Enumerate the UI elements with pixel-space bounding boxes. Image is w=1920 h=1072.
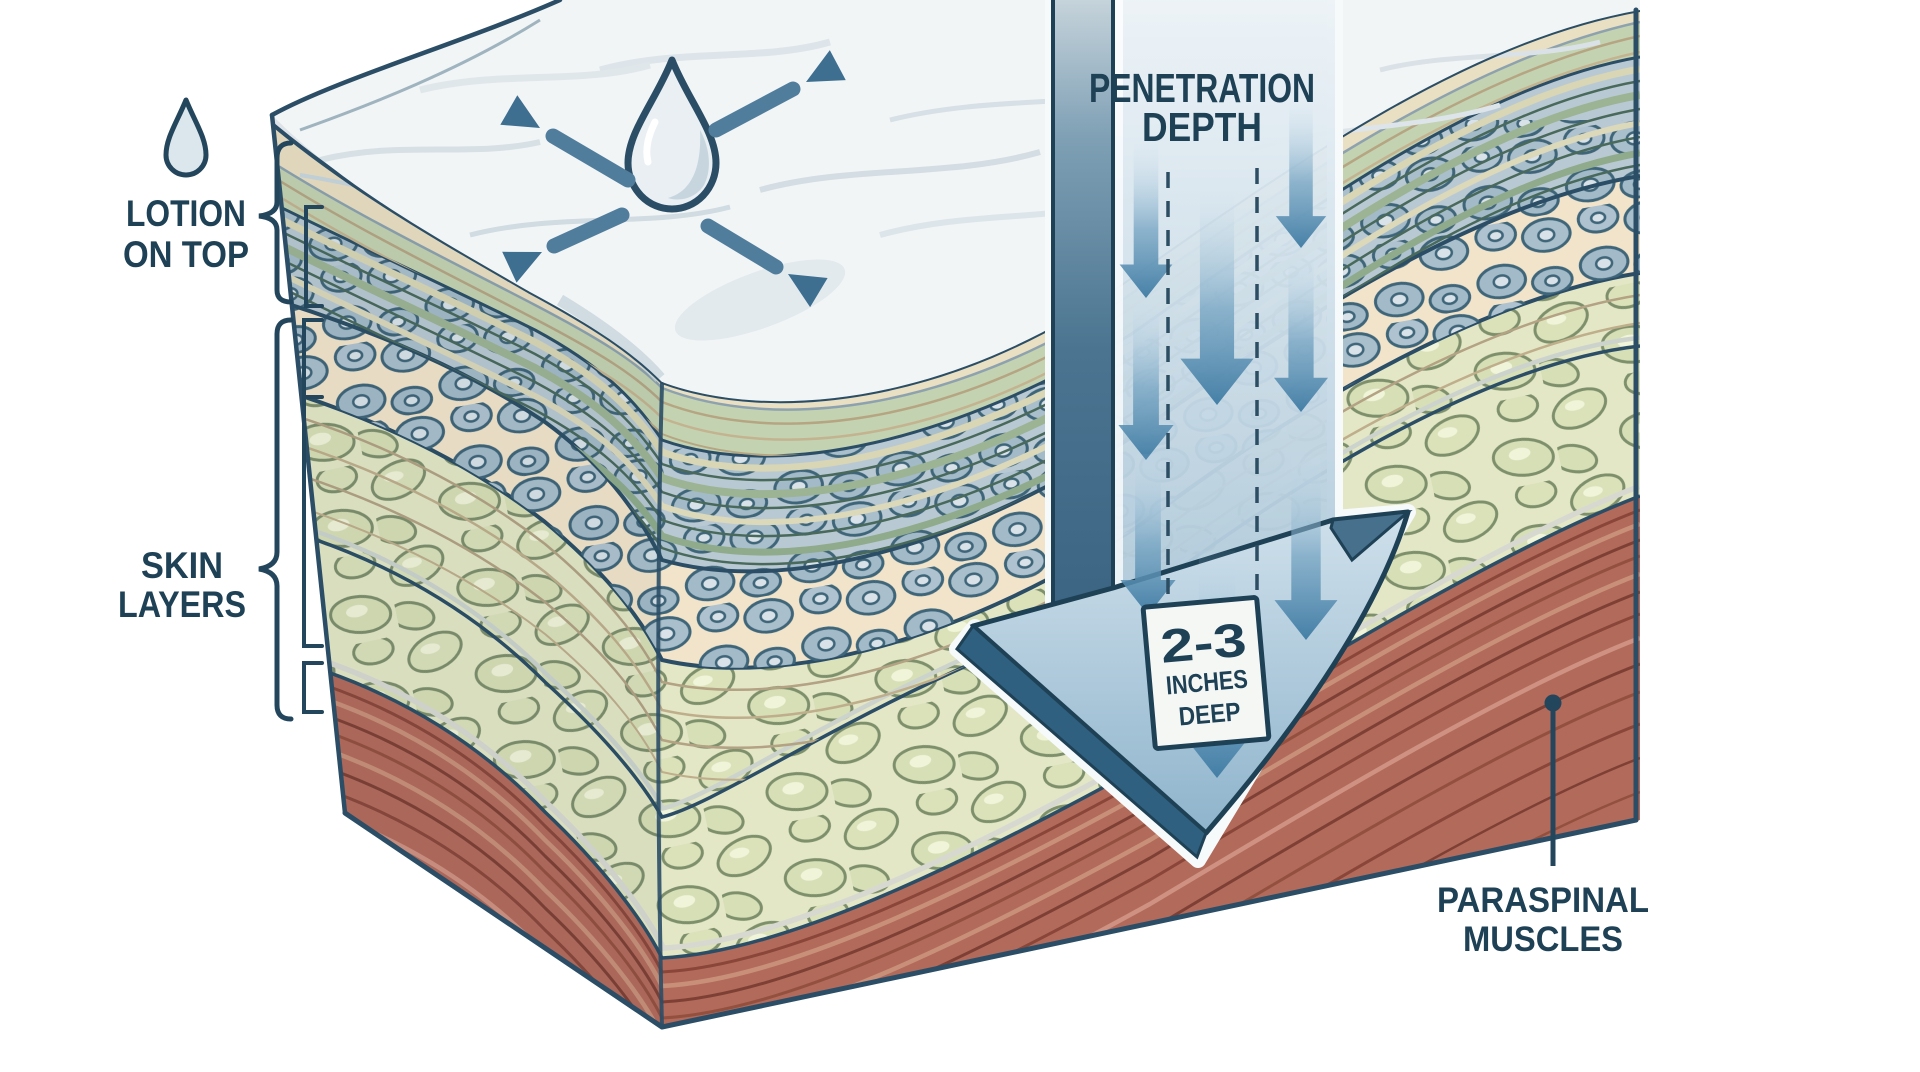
badge-unit-line2: DEEP xyxy=(1177,696,1241,731)
badge-unit-line1: INCHES xyxy=(1165,663,1249,700)
title-penetration-depth: PENETRATION DEPTH xyxy=(1089,65,1315,150)
muscle-inner-bracket-icon xyxy=(302,661,324,714)
spread-arrow-up-right-icon xyxy=(708,50,846,138)
droplet-icon xyxy=(163,97,209,178)
title-line1: PENETRATION xyxy=(1089,65,1315,111)
arrow-head-edge-facet xyxy=(954,623,1208,860)
spread-arrow-down-right-icon xyxy=(700,218,828,308)
lotion-brace-icon xyxy=(258,140,294,305)
skin-layers-label-group: SKIN LAYERS xyxy=(118,317,324,722)
callout-dot-icon xyxy=(1544,694,1562,712)
lotion-label-line2: ON TOP xyxy=(123,234,249,275)
surface-droplet-icon xyxy=(624,56,720,213)
spread-arrow-down-left-icon xyxy=(502,207,630,283)
lotion-label-line1: LOTION xyxy=(126,193,246,234)
skin-brace-icon xyxy=(258,317,294,722)
skin-label-line2: LAYERS xyxy=(118,584,246,625)
block-outline xyxy=(269,0,1639,1030)
skin-label-line1: SKIN xyxy=(141,545,223,586)
spread-arrow-up-left-icon xyxy=(500,95,636,188)
badge-depth-value: 2-3 xyxy=(1158,612,1248,672)
spread-arrows xyxy=(500,50,846,308)
paraspinal-label-line2: MUSCLES xyxy=(1463,920,1623,959)
paraspinal-label-line1: PARASPINAL xyxy=(1437,881,1649,920)
skin-inner-bracket-icon xyxy=(302,318,324,648)
arrow-right-barb-facet xyxy=(1329,509,1413,563)
lotion-inner-bracket-icon xyxy=(304,205,324,308)
depth-badge: 2-3 INCHES DEEP xyxy=(1140,595,1272,751)
lotion-on-top-label-group: LOTION ON TOP xyxy=(123,97,324,308)
title-line2: DEPTH xyxy=(1142,104,1262,150)
left-face-shading xyxy=(272,115,662,1027)
paraspinal-muscles-label-group: PARASPINAL MUSCLES xyxy=(1437,694,1649,959)
